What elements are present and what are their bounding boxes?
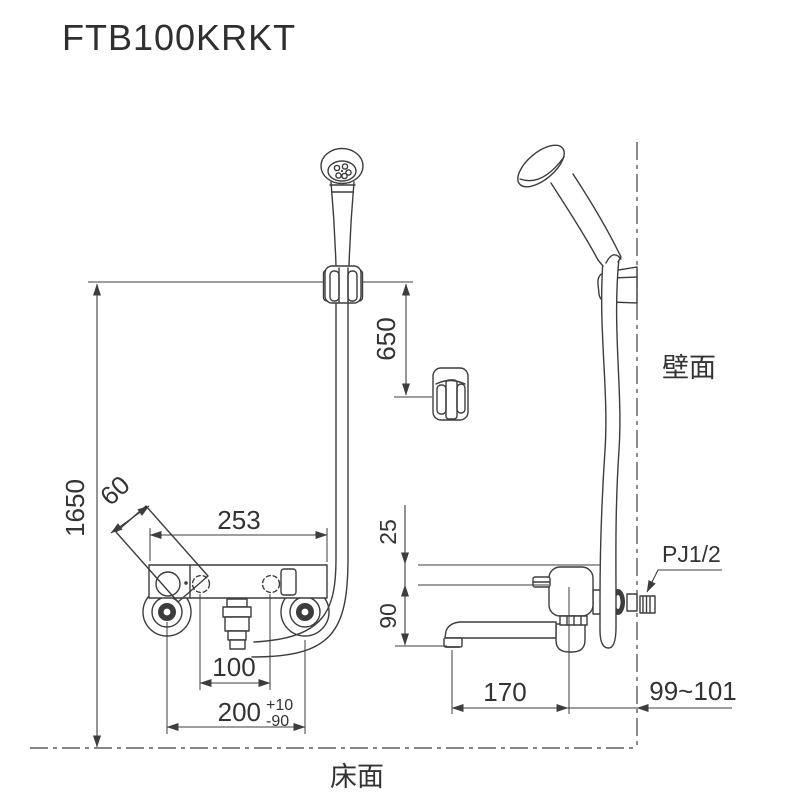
shower-head-front	[320, 147, 364, 267]
thread-callout: PJ1/2	[646, 541, 722, 593]
pipe-thread-connection	[639, 595, 656, 614]
dimension-253: 253	[149, 505, 328, 562]
body-right-cap	[280, 568, 297, 596]
dim-label-99-101: 99~101	[649, 676, 736, 706]
room-reference-lines	[30, 142, 638, 749]
dim-label-200-tol-lower: -90	[266, 713, 289, 730]
model-number: FTB100KRKT	[62, 17, 296, 58]
dimension-650: 650	[371, 283, 432, 398]
floor-surface-label: 床面	[330, 762, 384, 792]
side-view	[443, 144, 656, 653]
dim-label-25: 25	[375, 519, 401, 545]
dimension-100: 100	[199, 594, 271, 690]
thread-label: PJ1/2	[662, 541, 721, 567]
shower-hose-side	[599, 257, 621, 649]
dimension-25-90: 25 90	[375, 505, 600, 714]
hidden-inlet-right	[261, 574, 281, 594]
dim-label-1650: 1650	[60, 479, 90, 537]
dim-label-90: 90	[375, 603, 401, 629]
dim-label-200: 200	[218, 697, 261, 727]
shower-outlet-connector	[222, 598, 252, 650]
faucet-body-front	[148, 564, 328, 599]
dimension-170: 170	[451, 650, 569, 714]
dim-label-200-tol-upper: +10	[266, 697, 293, 714]
dim-label-253: 253	[217, 505, 260, 535]
dim-label-650: 650	[371, 317, 401, 360]
dim-label-60: 60	[94, 470, 136, 512]
shower-head-side	[517, 144, 622, 267]
hanger-bracket	[432, 367, 469, 421]
spout-side	[443, 621, 586, 653]
dimension-99-101: 99~101	[568, 676, 737, 712]
faucet-body-side	[532, 566, 594, 626]
dim-label-170: 170	[483, 677, 526, 707]
dim-label-100: 100	[212, 652, 255, 682]
wall-surface-label: 壁面	[662, 353, 716, 383]
hidden-inlet-left	[191, 574, 211, 594]
front-view	[88, 147, 413, 658]
index-dot	[184, 581, 188, 585]
handle-hub	[155, 571, 181, 597]
dimension-60: 60	[94, 470, 150, 534]
shower-hose-front	[251, 302, 349, 658]
dimension-1650: 1650	[60, 283, 101, 748]
dimension-200: 200 +10 -90	[166, 622, 306, 734]
shower-hook-front	[322, 265, 364, 304]
